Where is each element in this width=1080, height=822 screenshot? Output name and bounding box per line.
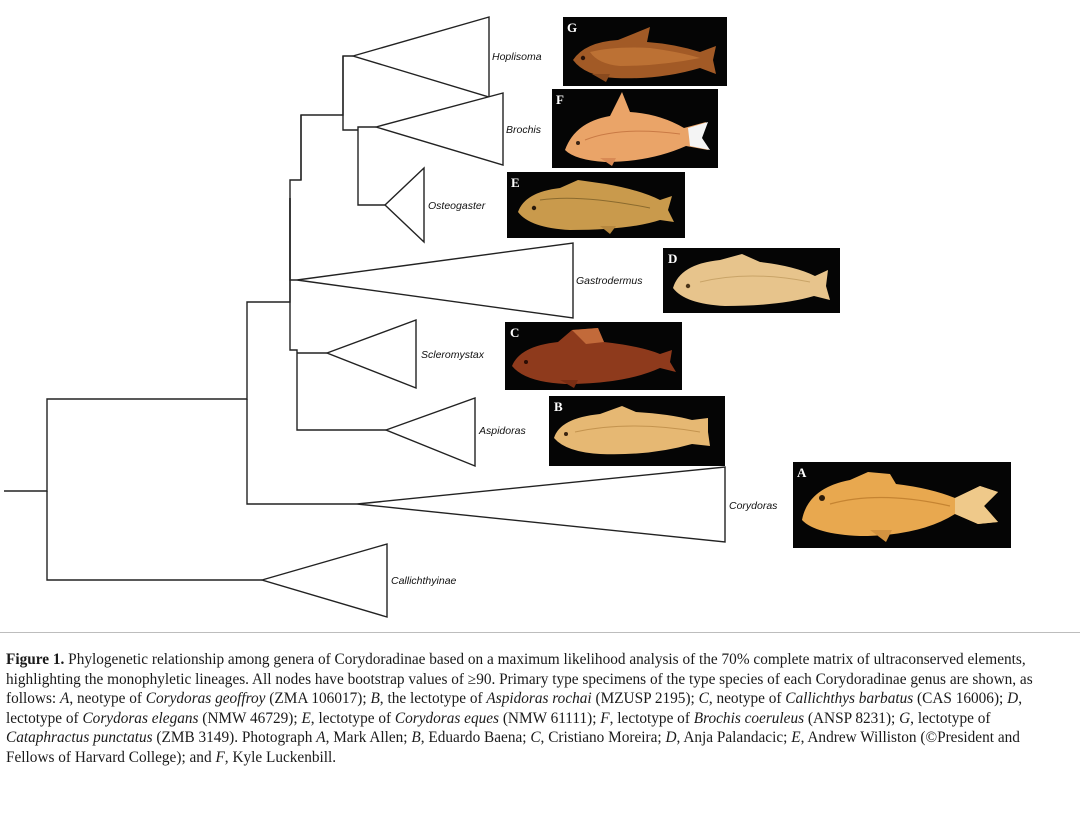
clade-brochis <box>373 92 504 166</box>
caption-italic-run: Aspidoras rochai <box>486 690 592 708</box>
label-brochis: Brochis <box>506 124 542 136</box>
phylogenetic-tree: Hoplisoma Brochis Osteogaster Gastroderm… <box>4 16 1011 618</box>
sclero-aspid-branch <box>289 198 386 431</box>
figure-caption: Figure 1. Phylogenetic relationship amon… <box>6 650 1072 768</box>
caption-text-run: , the lectotype of <box>379 690 487 708</box>
caption-text-run: , Andrew Williston (©President and Fello… <box>6 729 1020 766</box>
caption-text-run: , lectotype of <box>910 709 991 727</box>
caption-italic-run: D <box>665 729 677 747</box>
caption-text-run: , lectotype of <box>310 709 395 727</box>
fish-photo-a <box>802 472 998 542</box>
plate-g: G <box>563 17 727 86</box>
plate-letter-g: G <box>567 20 577 35</box>
plate-letter-a: A <box>797 465 807 480</box>
plate-letter-e: E <box>511 175 520 190</box>
caption-text-run: (MZUSP 2195); <box>591 690 699 708</box>
caption-text-run: , Eduardo Baena; <box>420 729 531 747</box>
fish-photo-b <box>554 406 710 455</box>
caption-italic-run: C <box>698 690 709 708</box>
fish-photo-c <box>512 328 676 388</box>
clade-aspidoras <box>384 397 476 468</box>
caption-text-run: , Anja Palandacic; <box>676 729 792 747</box>
caption-italic-run: Callichthys barbatus <box>785 690 914 708</box>
fish-photo-d <box>673 254 830 306</box>
clade-hoplisoma <box>350 16 490 98</box>
gastro-branch <box>289 198 297 281</box>
fish-photo-g <box>573 27 716 82</box>
caption-italic-run: Corydoras elegans <box>82 709 199 727</box>
caption-text-run: , lectotype of <box>6 690 1023 727</box>
caption-text-run: , Mark Allen; <box>325 729 412 747</box>
plate-c: C <box>505 322 682 390</box>
caption-italic-run: Corydoras eques <box>394 709 500 727</box>
fish-photo-e <box>518 180 674 234</box>
caption-text-run: (NMW 46729); <box>198 709 302 727</box>
caption-divider <box>0 632 1080 633</box>
corydoras-branch <box>246 399 357 505</box>
fish-photo-f <box>565 92 710 166</box>
caption-text-run: (ZMB 3149). Photograph <box>152 729 317 747</box>
caption-text-run: , lectotype of <box>609 709 694 727</box>
plate-b: B <box>549 396 725 466</box>
plate-a: A <box>793 462 1011 548</box>
caption-text-run: , Cristiano Moreira; <box>540 729 666 747</box>
plate-d: D <box>663 248 840 313</box>
caption-italic-run: A <box>59 690 70 708</box>
callichthyinae-branch <box>46 491 262 581</box>
caption-italic-run: F <box>600 709 610 727</box>
plate-letter-b: B <box>554 399 563 414</box>
clade-triangles <box>259 16 726 618</box>
brochis-osteo-branch <box>342 56 385 206</box>
plate-letter-d: D <box>668 251 677 266</box>
caption-text-run: , Kyle Luckenbill. <box>224 748 337 766</box>
label-gastrodermus: Gastrodermus <box>576 275 643 287</box>
phylogeny-figure: Hoplisoma Brochis Osteogaster Gastroderm… <box>4 16 1011 618</box>
label-callichthyinae: Callichthyinae <box>391 575 457 587</box>
plate-e: E <box>507 172 685 238</box>
clade-corydoras <box>356 466 726 543</box>
tree-branches <box>4 55 386 581</box>
label-aspidoras: Aspidoras <box>478 425 526 437</box>
caption-text-run: , neotype of <box>69 690 146 708</box>
caption-italic-run: B <box>411 729 421 747</box>
caption-italic-run: E <box>791 729 801 747</box>
caption-italic-run: E <box>301 709 311 727</box>
caption-text: Phylogenetic relationship among genera o… <box>6 651 1033 766</box>
caption-text-run: (NMW 61111); <box>499 709 601 727</box>
plate-letter-f: F <box>556 92 564 107</box>
caption-text-run: (ANSP 8231); <box>804 709 900 727</box>
caption-italic-run: B <box>370 690 380 708</box>
clade-gastrodermus <box>296 242 574 319</box>
caption-italic-run: C <box>530 729 541 747</box>
caption-italic-run: D <box>1007 690 1019 708</box>
caption-italic-run: G <box>899 709 911 727</box>
plate-letter-c: C <box>510 325 519 340</box>
label-corydoras: Corydoras <box>729 500 778 512</box>
caption-text-run: (CAS 16006); <box>913 690 1008 708</box>
caption-text-run: , neotype of <box>708 690 786 708</box>
caption-text-run: (ZMA 106017); <box>265 690 371 708</box>
caption-italic-run: Corydoras geoffroy <box>145 690 266 708</box>
clade-osteogaster <box>383 166 425 244</box>
label-scleromystax: Scleromystax <box>421 349 485 361</box>
caption-text-run: Phylogenetic relationship among genera o… <box>6 651 1033 708</box>
clade-scleromystax <box>325 318 417 390</box>
plate-f: F <box>552 89 718 168</box>
figure-label: Figure 1. <box>6 651 65 668</box>
label-hoplisoma: Hoplisoma <box>492 51 542 63</box>
caption-italic-run: F <box>215 748 225 766</box>
label-osteogaster: Osteogaster <box>428 200 486 212</box>
clade-callichthyinae <box>259 543 388 618</box>
caption-italic-run: A <box>316 729 326 747</box>
caption-italic-run: Cataphractus punctatus <box>6 729 153 747</box>
caption-italic-run: Brochis coeruleus <box>693 709 805 727</box>
